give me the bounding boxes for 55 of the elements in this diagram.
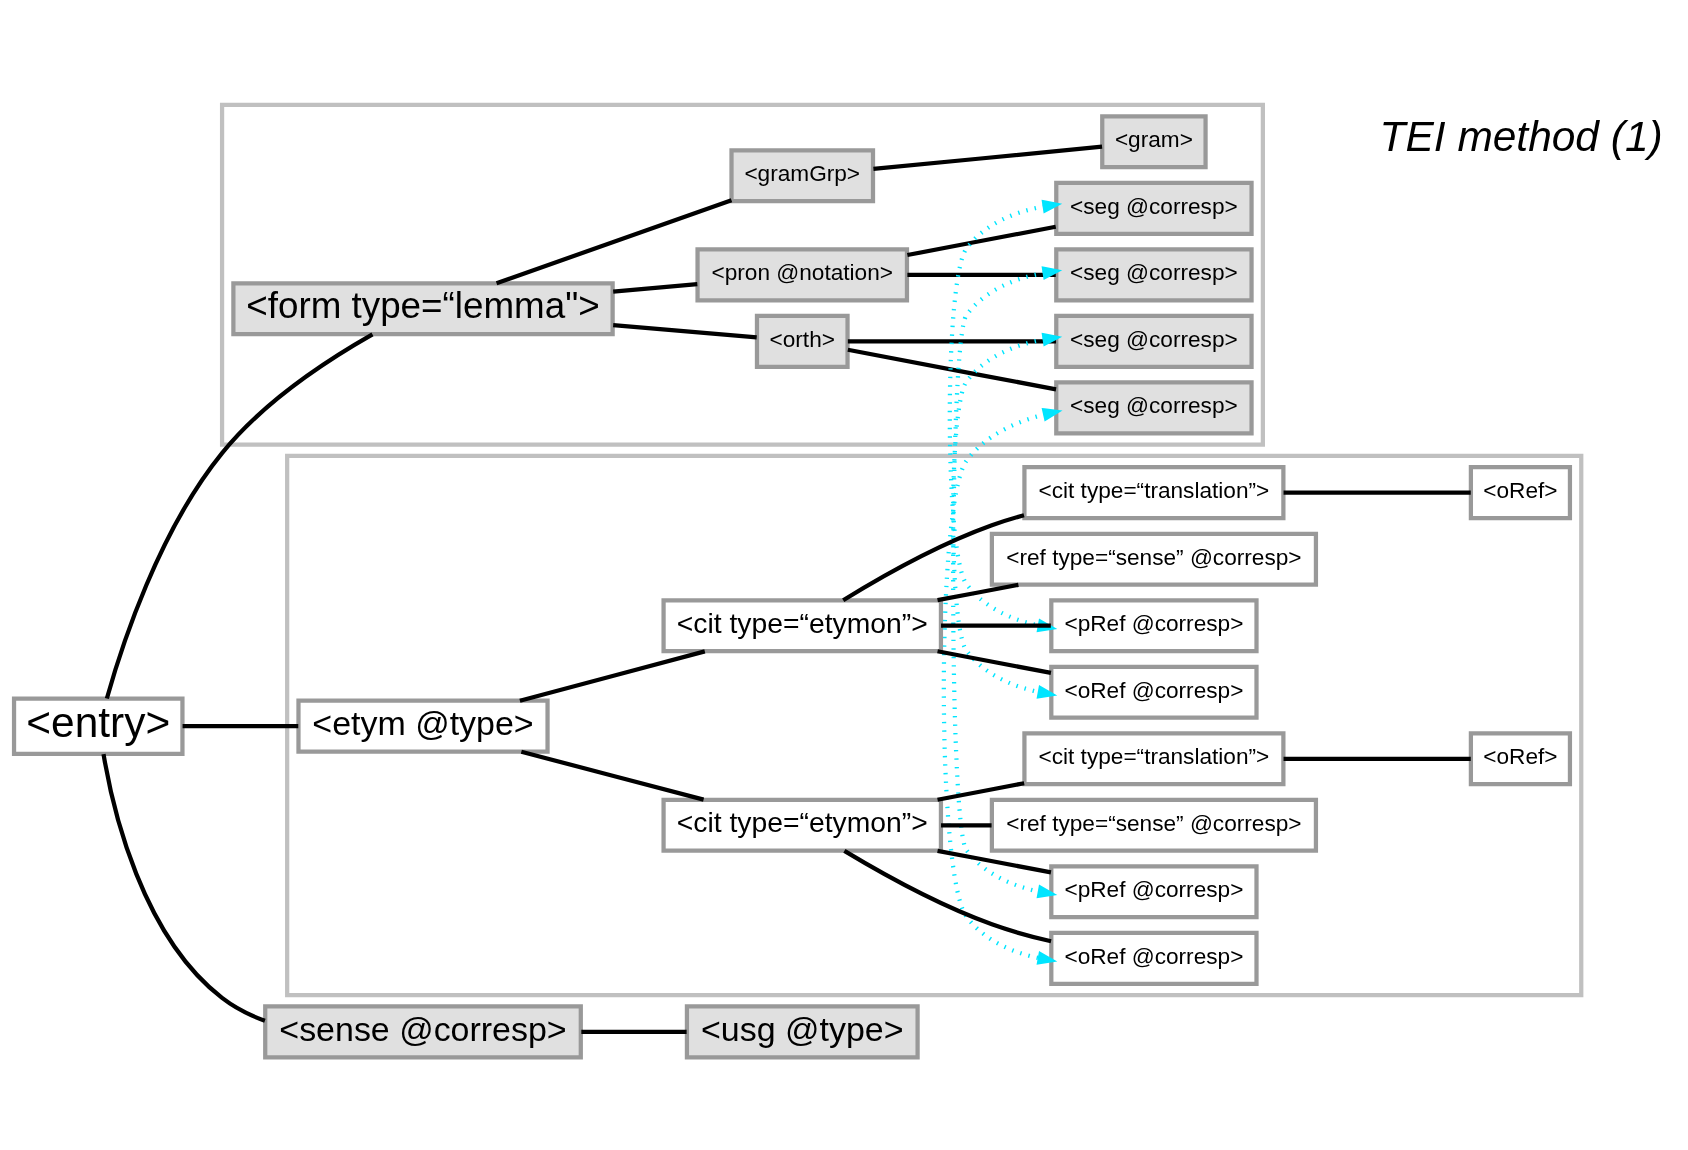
node-box: <seg @corresp>: [1054, 180, 1254, 236]
node-box: <gram>: [1100, 113, 1208, 169]
connector: [907, 272, 1056, 277]
node-box: <cit type=“etymon”>: [661, 597, 944, 653]
node-box: <oRef @corresp>: [1049, 664, 1259, 720]
arrow: [941, 407, 1063, 965]
connector: [519, 648, 706, 703]
connector: [907, 224, 1057, 257]
connector: [937, 648, 1052, 675]
node-box: <oRef>: [1468, 464, 1573, 520]
node-box: <pRef @corresp>: [1049, 597, 1259, 653]
cluster: [285, 453, 1584, 997]
node-box: <etym @type>: [296, 698, 550, 754]
connector: [941, 822, 992, 827]
node-box: <cit type=“etymon”>: [661, 797, 944, 853]
node-box: <ref type=“sense” @corresp>: [989, 797, 1319, 853]
connector: [937, 848, 1052, 874]
connector: [937, 780, 1025, 802]
connector: [520, 749, 705, 802]
node-box: <entry>: [11, 696, 185, 756]
arrow: [951, 265, 1063, 898]
connector: [843, 848, 1052, 943]
node-box: <ref type=“sense” @corresp>: [989, 531, 1319, 587]
connector: [613, 322, 757, 340]
connector: [104, 332, 374, 699]
connector: [613, 281, 698, 294]
node-box: <oRef>: [1468, 730, 1573, 786]
label: TEI method (1): [1379, 112, 1663, 160]
connector: [101, 753, 266, 1023]
connector: [847, 338, 1057, 343]
connector: [842, 512, 1025, 602]
node-box: <seg @corresp>: [1054, 246, 1254, 302]
connector: [941, 623, 1051, 628]
connector: [1283, 756, 1471, 761]
cluster: [219, 102, 1265, 447]
node-box: <cit type=“translation”>: [1022, 730, 1286, 786]
node-box: <orth>: [754, 313, 850, 369]
node-box: <seg @corresp>: [1054, 379, 1254, 435]
connector: [937, 582, 1019, 602]
node-box: <usg @type>: [684, 1003, 920, 1059]
node-box: <pRef @corresp>: [1049, 863, 1259, 919]
node-box: <seg @corresp>: [1054, 313, 1254, 369]
connector: [495, 197, 733, 285]
connector: [1283, 490, 1471, 495]
node-box: <sense @corresp>: [263, 1003, 583, 1059]
node-box: <pron @notation>: [695, 246, 910, 302]
connector: [873, 144, 1103, 171]
node-box: <cit type=“translation”>: [1022, 464, 1286, 520]
node-box: <oRef @corresp>: [1049, 930, 1259, 986]
connector: [581, 1029, 687, 1034]
arrow: [950, 332, 1063, 699]
connector: [847, 347, 1057, 391]
connector: [182, 723, 299, 728]
node-box: <form type=“lemma">: [231, 280, 615, 336]
node-box: <gramGrp>: [729, 147, 876, 203]
